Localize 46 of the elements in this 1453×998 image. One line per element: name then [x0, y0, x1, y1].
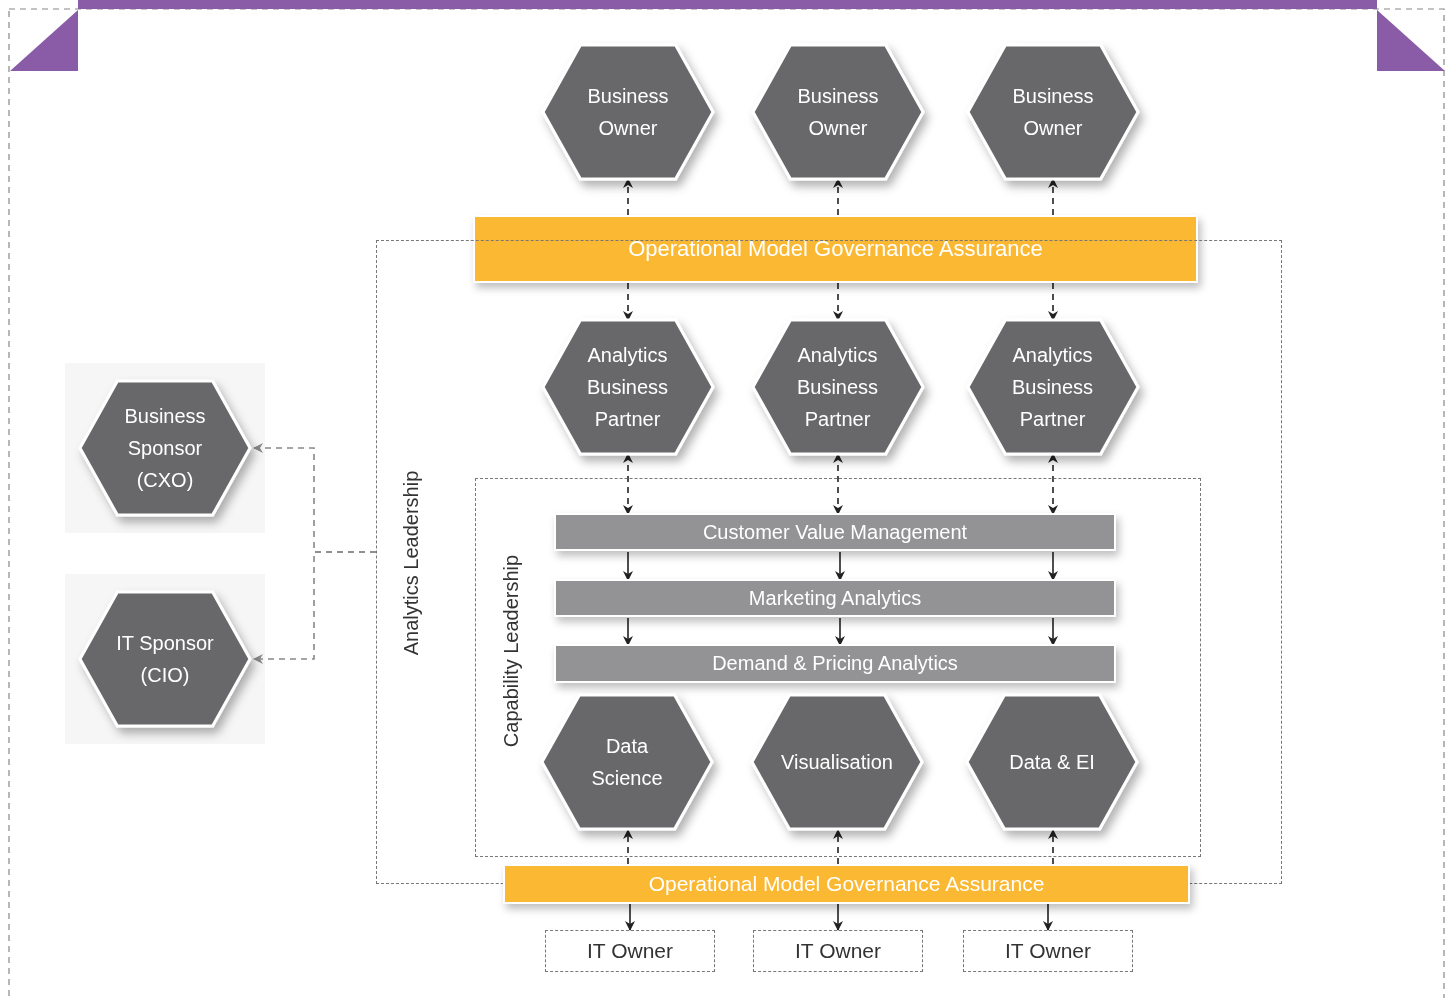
role-label: Data & EI	[1009, 750, 1095, 775]
band-label: Demand & Pricing Analytics	[712, 652, 958, 675]
role-label: Business Sponsor (CXO)	[123, 404, 207, 493]
band-label: Operational Model Governance Assurance	[628, 236, 1043, 262]
arrow	[623, 617, 633, 646]
owner-box	[753, 930, 923, 972]
arrow	[833, 453, 843, 515]
band-label: Operational Model Governance Assurance	[648, 872, 1045, 896]
region-label: Capability Leadership	[499, 554, 522, 747]
band-label: Marketing Analytics	[748, 586, 922, 610]
role-label: IT Sponsor (CIO)	[115, 631, 215, 688]
owner-box	[963, 930, 1133, 972]
arrow	[1048, 453, 1058, 515]
arrow	[623, 829, 633, 865]
role-label: Data Science	[590, 734, 664, 791]
arrow	[833, 829, 843, 865]
owner-label: IT Owner	[795, 939, 881, 963]
arrow	[1048, 617, 1058, 646]
role-label: Analytics Business Partner	[795, 342, 880, 432]
role-label: Analytics Business Partner	[585, 342, 670, 432]
owner-box	[545, 930, 715, 972]
arrow	[1048, 829, 1058, 865]
owner-label: IT Owner	[1005, 939, 1091, 963]
band	[473, 215, 1198, 283]
band	[503, 864, 1190, 904]
owner-label: IT Owner	[587, 939, 673, 963]
arrow	[623, 453, 633, 515]
role-label: Analytics Business Partner	[1010, 342, 1095, 432]
arrow	[1043, 903, 1053, 931]
role-label: Business Owner	[1011, 84, 1095, 141]
role-label: Business Owner	[796, 84, 880, 141]
dashed-region	[474, 477, 1201, 857]
band	[554, 513, 1116, 551]
arrow	[835, 617, 845, 646]
arrow	[253, 551, 377, 664]
role-label: Business Owner	[586, 84, 670, 141]
arrow	[1048, 551, 1058, 581]
arrow	[623, 551, 633, 581]
band	[554, 644, 1116, 683]
region-label: Analytics Leadership	[399, 470, 423, 656]
band-label: Customer Value Management	[702, 520, 968, 544]
arrow	[625, 903, 635, 931]
arrow	[833, 903, 843, 931]
arrow	[835, 551, 845, 581]
role-label: Visualisation	[781, 750, 893, 775]
band	[554, 579, 1116, 617]
